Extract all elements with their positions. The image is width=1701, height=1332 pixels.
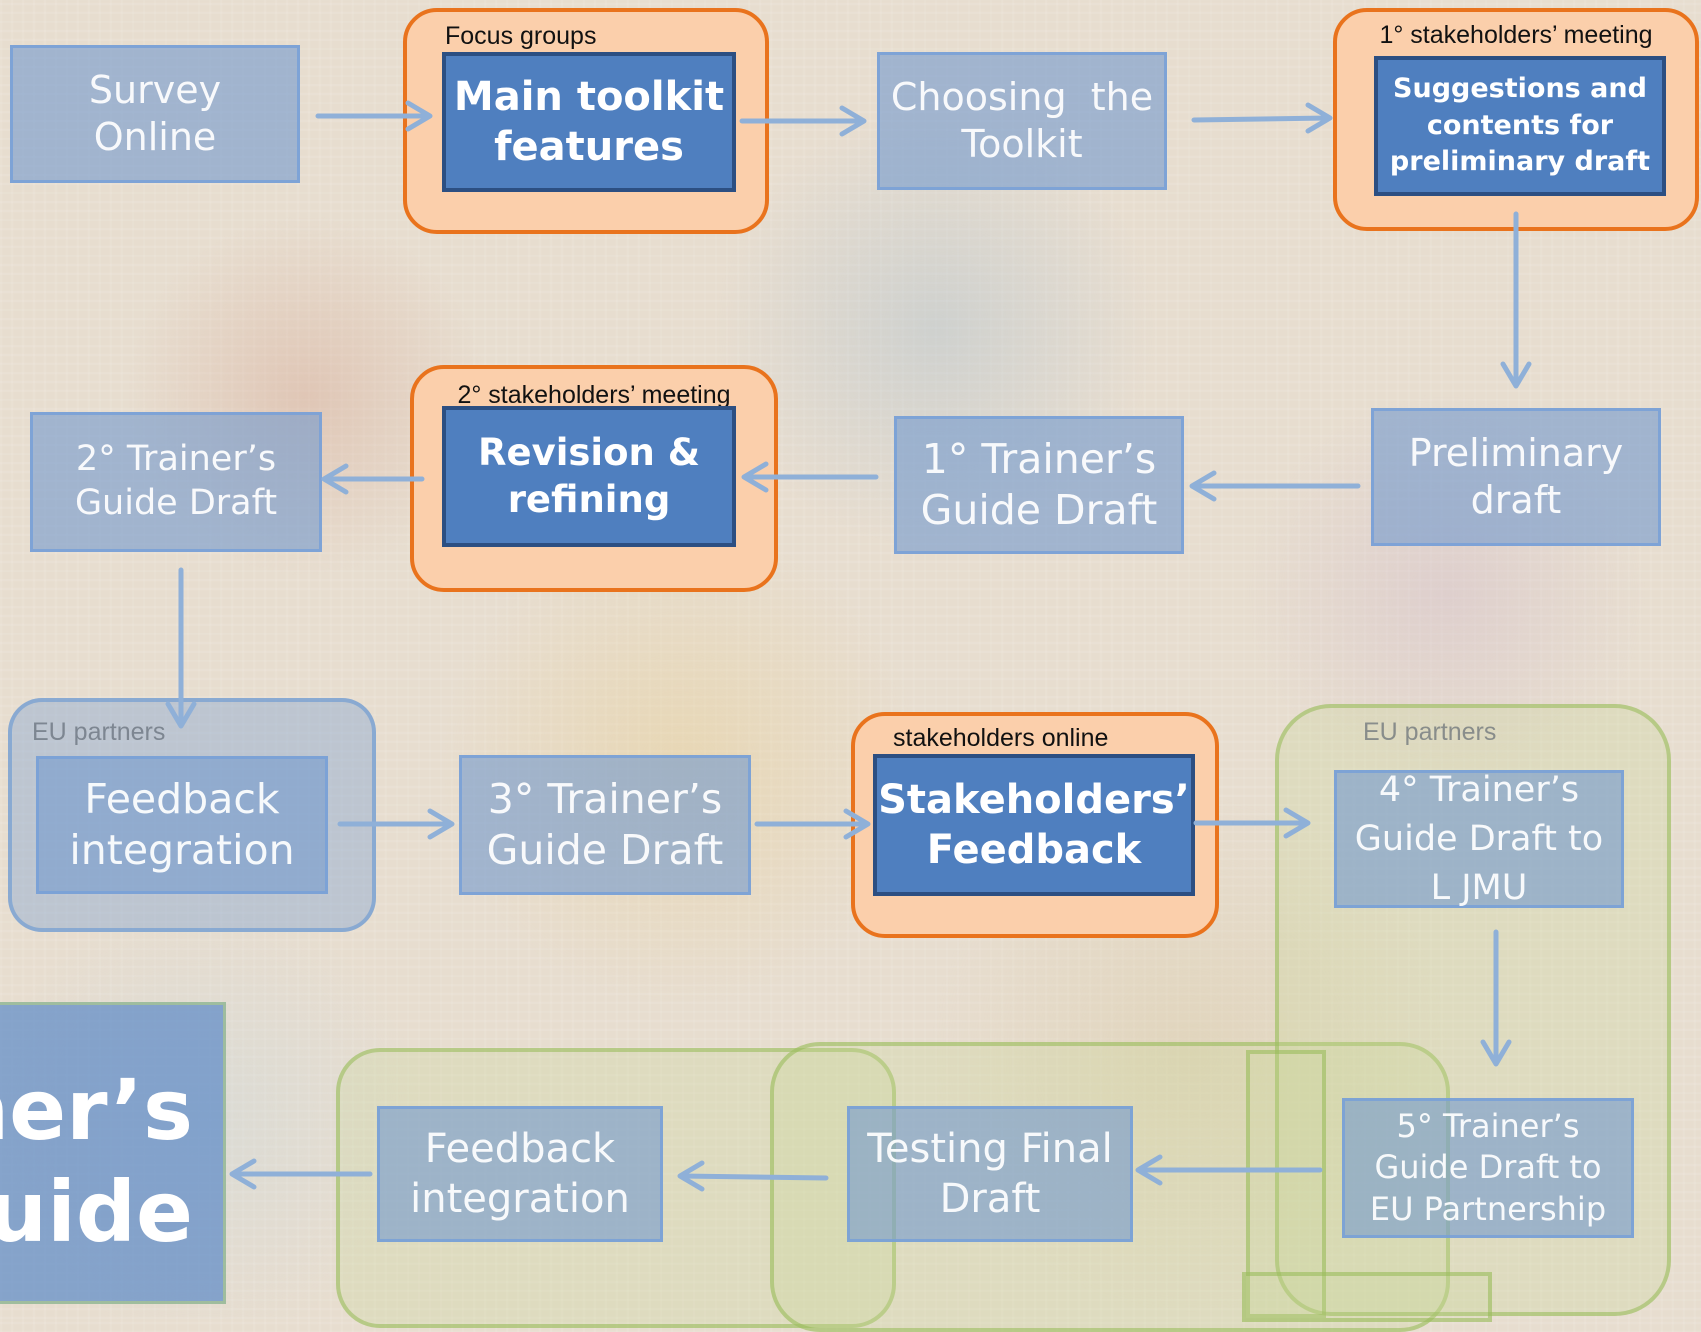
arrow-guide3-to-stakeholders xyxy=(754,808,871,840)
stakeholders-meeting-1-label: 1° stakeholders’ meeting xyxy=(1379,21,1653,49)
arrow-testing-to-feedback2 xyxy=(677,1160,829,1192)
arrow-revision-to-guide2 xyxy=(321,463,425,495)
node-stakeholders-feedback: Stakeholders’Feedback xyxy=(873,754,1195,896)
arrow-guide1-to-revision xyxy=(741,461,879,493)
arrow-guide5-to-testing xyxy=(1135,1154,1323,1186)
arrow-main-to-choosing xyxy=(739,105,867,137)
arrow-survey-to-main xyxy=(315,100,433,132)
arrow-feedback2-to-final xyxy=(229,1158,373,1190)
node-revision-refining: Revision &refining xyxy=(442,406,736,547)
arrow-stakeholders-to-guide4 xyxy=(1193,807,1311,839)
stakeholders-online-label: stakeholders online xyxy=(893,724,1109,752)
final-card-line-1: iner’s xyxy=(0,1061,193,1159)
arrow-preliminary-to-guide1 xyxy=(1189,470,1361,502)
eu-partners-left-label: EU partners xyxy=(32,718,166,746)
focus-groups-label: Focus groups xyxy=(445,22,597,50)
arrow-guide2-to-feedback1 xyxy=(165,567,197,729)
eu-partners-right-label: EU partners xyxy=(1363,718,1497,746)
arrow-suggestions-to-preliminary xyxy=(1500,211,1532,389)
arrow-feedback1-to-guide3 xyxy=(337,808,455,840)
arrow-guide4-to-guide5 xyxy=(1480,929,1512,1067)
arrow-choosing-to-suggestions xyxy=(1191,102,1333,134)
final-card-line-2: uide xyxy=(0,1163,193,1261)
node-final-trainers-guide: iner’s uide xyxy=(0,1002,226,1304)
stakeholders-meeting-2-label: 2° stakeholders’ meeting xyxy=(457,381,731,409)
